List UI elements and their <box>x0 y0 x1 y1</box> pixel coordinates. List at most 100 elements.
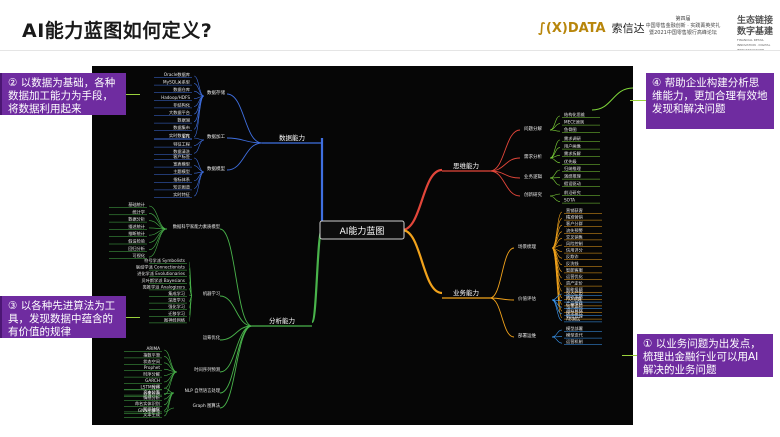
analysis-ts-item-link <box>163 356 178 373</box>
callout-connector <box>126 317 140 318</box>
data-storage-item-label: Oracle数据库 <box>164 71 190 78</box>
analysis-ts-item-label: GARCH <box>145 378 160 383</box>
business-deploy-item-link <box>551 329 563 338</box>
business-value-item-link <box>551 299 563 321</box>
business-scene-item-link <box>551 247 563 318</box>
data-hub-link <box>226 137 263 144</box>
analysis-ml-item-label: 符号学派 Symbolists <box>144 257 185 264</box>
data-hub-label: 数据存储 <box>207 89 225 96</box>
slogan-line-2: 数字基建 <box>737 27 774 37</box>
business-scene-item-label: 额度管理 <box>566 313 584 320</box>
data-storage-item-label: 实时数据库 <box>169 132 190 139</box>
thinking-hub-link <box>489 170 521 197</box>
branch-data-label: 数据能力 <box>279 133 305 142</box>
analysis-graph-item-label: GNN图算法 <box>138 407 160 414</box>
data-storage-item-label: 大数据平台 <box>169 109 190 116</box>
analysis-stats-item-label: 可视化 <box>132 252 145 259</box>
business-deploy-item-label: 运营机制 <box>566 338 583 345</box>
analysis-hub-label: NLP 自然语言处理 <box>185 387 221 394</box>
event-line-3: 暨2021中国零售银行高峰论坛 <box>649 30 717 36</box>
branch-business-label: 业务能力 <box>453 288 479 297</box>
analysis-stats-item-label: 描述统计 <box>128 223 145 230</box>
thinking-problem-item-link <box>549 129 561 132</box>
analysis-stats-item-label: 假设检验 <box>128 238 146 245</box>
analysis-ts-item-label: LSTM时序 <box>140 383 160 390</box>
analysis-hub-link <box>219 228 253 327</box>
analysis-nlp-item-label: 命名实体识别 <box>135 400 160 407</box>
callout-business-problems: ① 以业务问题为出发点，梳理出金融行业可以用AI解决的业务问题 <box>637 334 773 377</box>
thinking-logic-item-label: 假设驱动 <box>564 180 581 187</box>
business-value-item-label: 模型监控 <box>566 309 584 316</box>
callout-analytic-thinking: ④ 帮助企业构建分析思维能力，更加合理有效地发现和解决问题 <box>646 73 774 129</box>
analysis-ts-item-label: Prophet <box>144 365 161 370</box>
analysis-hub-link <box>219 325 253 394</box>
analysis-nlp-item-label: 文本生成 <box>143 411 160 418</box>
analysis-ts-item-label: ARIMA <box>147 346 161 351</box>
analysis-ts-item-label: 指数平滑 <box>143 351 160 358</box>
business-scene-item-label: 产品推荐 <box>566 299 583 306</box>
analysis-stats-item-label: 基础统计 <box>128 201 145 208</box>
data-processing-item-link <box>193 139 205 154</box>
note-accent-bar <box>0 296 2 338</box>
thinking-logic-item-label: 归纳推理 <box>564 165 582 172</box>
callout-connector <box>630 100 646 101</box>
analysis-hub-label: 运筹优化 <box>203 334 221 341</box>
thinking-problem-item-label: 鱼骨图 <box>564 126 577 133</box>
analysis-ml-item-label: 集成学习 <box>168 290 185 297</box>
event-line-1: 第四届 <box>675 16 691 22</box>
data-storage-item-link <box>193 75 205 97</box>
thinking-needs-item-link <box>549 157 561 164</box>
data-model-item-label: 实时特征 <box>173 191 191 198</box>
data-model-item-label: 客户标签 <box>173 153 191 160</box>
event-caption: 第四届 中国零售金融创新 · 实践菁英奖礼 暨2021中国零售银行高峰论坛 <box>632 16 734 37</box>
thinking-hub-label: 业务逻辑 <box>524 173 542 180</box>
center-node-label: AI能力蓝图 <box>340 225 385 237</box>
business-scene-item-label: 精准营销 <box>566 214 583 221</box>
analysis-ts-item-label: 异常检测 <box>143 390 160 397</box>
thinking-problem-item-link <box>549 115 561 131</box>
analysis-ts-item-link <box>163 371 178 396</box>
business-hub-link <box>489 297 515 301</box>
analysis-stats-item-label: 回归分析 <box>128 245 145 252</box>
analysis-ts-item-link <box>163 371 178 389</box>
business-scene-item-label: 流失预警 <box>566 227 584 234</box>
callout-connector <box>622 355 637 356</box>
analysis-hub-label: 数据科学家能力素质模型 <box>173 223 221 230</box>
business-hub-label: 价值评估 <box>518 295 536 302</box>
analysis-ts-item-label: 状态空间 <box>143 358 160 365</box>
business-scene-item-label: 信用评分 <box>566 247 584 254</box>
data-hub-label: 数据模型 <box>207 165 225 172</box>
data-storage-item-label: 非结构化 <box>173 101 191 108</box>
branch-analysis-label: 分析能力 <box>269 316 295 325</box>
branch-link-thinking <box>401 168 443 232</box>
data-model-item-label: 宽表模型 <box>173 161 190 168</box>
analysis-ml-item-label: 图神经网络 <box>164 316 186 323</box>
analysis-ml-item-label: 深度学习 <box>168 297 185 304</box>
data-model-item-label: 知识图谱 <box>173 183 191 190</box>
slogan-line-1: 生态链接 <box>737 16 774 26</box>
thinking-hub-label: 问题分解 <box>524 125 542 132</box>
callout-data-foundation: ② 以数据为基础，各种数据加工能力为手段，将数据利用起来 <box>2 73 126 115</box>
business-scene-item-label: 反欺诈 <box>566 253 579 260</box>
thinking-needs-item-label: 需求拆解 <box>564 150 581 157</box>
analysis-nlp-item-label: 情感分析 <box>143 394 160 401</box>
analysis-ts-item-link <box>163 349 178 373</box>
mindmap-canvas: AI能力蓝图数据能力分析能力思维能力业务能力数据存储数据加工数据模型Oracle… <box>109 71 633 418</box>
logo-mark: ∫(X)DATA <box>538 20 606 36</box>
callout-algorithm-tools: ③ 以各种先进算法为工具，发现数据中蕴含的有价值的规律 <box>2 296 126 338</box>
business-scene-item-label: 风险控制 <box>566 240 583 247</box>
business-value-item-label: AB测试 <box>566 315 581 322</box>
analysis-stats-item-label: 数据分析 <box>128 216 145 223</box>
analysis-nlp-item-label: 分词 <box>152 383 160 390</box>
thinking-innovate-item-link <box>549 195 561 202</box>
thinking-problem-item-label: MECE原则 <box>564 119 584 126</box>
data-storage-item-label: MySQL关系型 <box>163 79 190 86</box>
analysis-nlp-item-label: 文本分类 <box>143 389 161 396</box>
analysis-nlp-item-link <box>163 392 175 417</box>
business-scene-item-label: 反洗钱 <box>566 260 579 267</box>
data-model-item-label: 主题模型 <box>173 168 190 175</box>
business-scene-item-label: 客户分群 <box>566 220 584 227</box>
analysis-ml-item-label: 贝叶斯学派 Bayesians <box>141 277 185 284</box>
callout-connector <box>126 94 140 95</box>
data-storage-item-label: Hadoop/HDFS <box>161 95 190 100</box>
